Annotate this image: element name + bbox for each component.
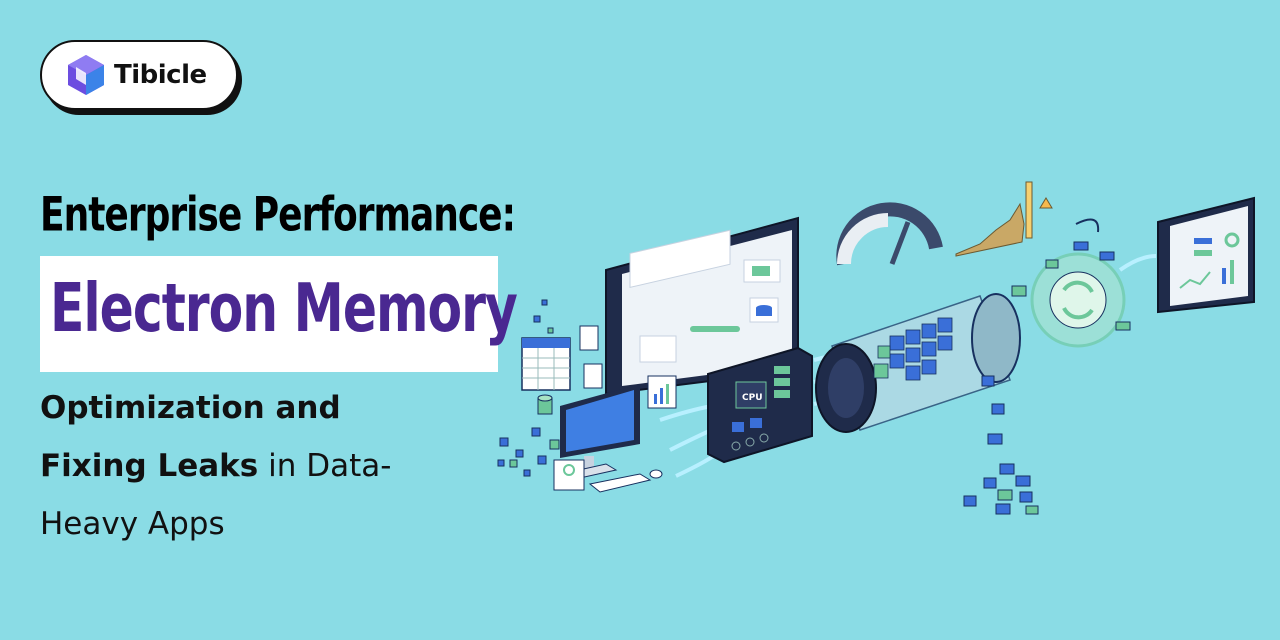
- dashboard-window-left: [605, 216, 799, 396]
- desktop-monitor: [560, 384, 663, 493]
- garbage-collection-cycle: [1011, 218, 1157, 348]
- headline-line-3: Optimization and: [40, 393, 341, 424]
- headline-line-3-text: Optimization and: [40, 390, 341, 426]
- brand-logo[interactable]: Tibicle: [40, 40, 238, 110]
- processor-board: CPU: [707, 346, 813, 464]
- headline-line-4-rest: in Data-: [258, 448, 392, 484]
- headline-line-4: Fixing Leaks in Data-: [40, 451, 391, 482]
- dashboard-window-right: [1157, 196, 1255, 314]
- leaked-memory-cubes: [963, 375, 1039, 515]
- database-icon: [537, 394, 553, 415]
- headline-highlight: Electron Memory: [50, 270, 518, 348]
- headline-line-4-bold: Fixing Leaks: [40, 448, 259, 484]
- spreadsheet-icon: [521, 337, 571, 391]
- tibicle-logo-icon: [68, 55, 104, 95]
- cpu-chip-label: CPU: [742, 393, 763, 403]
- mini-chart-card: [647, 375, 677, 409]
- highlight-box: [40, 256, 498, 372]
- document-icon: [579, 325, 599, 351]
- growth-chart: [955, 181, 1053, 257]
- memory-optimization-illustration: CPU: [497, 181, 1255, 515]
- brand-name: Tibicle: [114, 60, 207, 90]
- headline-line-5: Heavy Apps: [40, 506, 225, 542]
- scattered-data-cubes: [497, 299, 567, 477]
- headline-line-1: Enterprise Performance:: [40, 188, 516, 243]
- performance-gauge: [836, 202, 943, 266]
- memory-cylinder: [815, 293, 1021, 433]
- status-card: [553, 459, 585, 491]
- document-icon: [583, 363, 603, 389]
